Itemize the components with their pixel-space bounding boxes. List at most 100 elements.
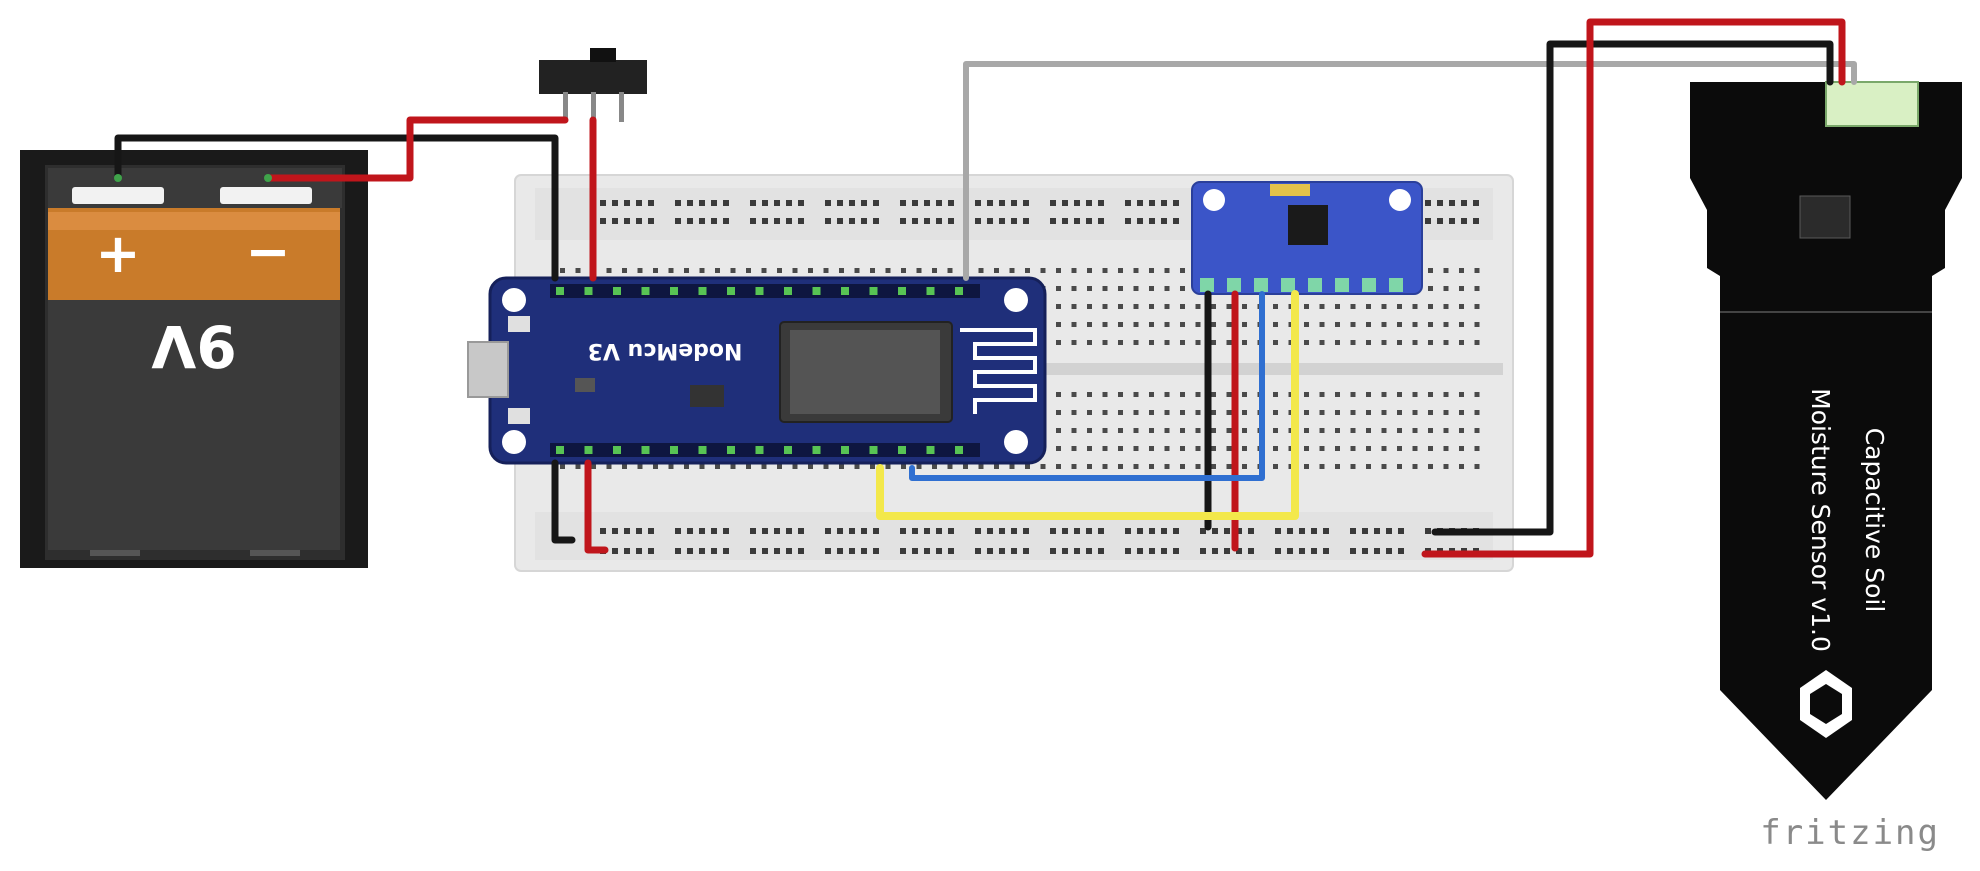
breadboard-hole	[1459, 286, 1464, 291]
nodemcu-pin	[898, 287, 906, 295]
wire-mpu-scl	[876, 290, 1299, 520]
breadboard-hole	[1412, 392, 1418, 397]
breadboard-hole	[1149, 286, 1154, 291]
breadboard-hole	[1074, 548, 1080, 554]
breadboard-hole	[687, 200, 693, 206]
breadboard-hole	[1011, 548, 1017, 554]
breadboard-hole	[1164, 322, 1170, 327]
breadboard-hole	[916, 464, 922, 469]
nodemcu-pin	[869, 446, 878, 454]
breadboard-hole	[1449, 200, 1455, 206]
breadboard-hole	[1366, 446, 1371, 451]
breadboard-hole	[1248, 548, 1254, 554]
breadboard-hole	[932, 268, 937, 273]
breadboard-hole	[711, 548, 717, 554]
nodemcu-pin	[841, 446, 849, 454]
breadboard-hole	[1102, 464, 1108, 469]
breadboard-hole	[786, 528, 792, 534]
breadboard-hole	[746, 464, 751, 469]
breadboard-hole	[936, 548, 942, 554]
breadboard-hole	[808, 464, 813, 469]
breadboard-hole	[885, 268, 891, 273]
breadboard-hole	[1071, 340, 1077, 345]
breadboard-hole	[1428, 410, 1433, 415]
breadboard-hole	[612, 548, 618, 554]
breadboard-hole	[1118, 464, 1123, 469]
breadboard-hole	[1087, 392, 1092, 397]
breadboard-hole	[854, 268, 860, 273]
breadboard-hole	[900, 528, 906, 534]
breadboard-hole	[1161, 528, 1167, 534]
breadboard-hole	[786, 548, 792, 554]
breadboard-hole	[1323, 528, 1329, 534]
breadboard-hole	[1443, 286, 1449, 291]
breadboard-hole	[912, 218, 918, 224]
breadboard-hole	[1319, 410, 1325, 415]
breadboard-hole	[1149, 218, 1155, 224]
breadboard-hole	[560, 464, 565, 469]
breadboard-hole	[723, 548, 729, 554]
breadboard-hole	[1133, 428, 1139, 433]
breadboard-hole	[1459, 322, 1464, 327]
breadboard-hole	[948, 528, 954, 534]
breadboard-hole	[1211, 340, 1216, 345]
breadboard-hole	[1149, 322, 1154, 327]
breadboard-hole	[1242, 410, 1247, 415]
nodemcu-pin	[698, 287, 707, 295]
breadboard-hole	[648, 548, 654, 554]
breadboard-hole	[1428, 340, 1433, 345]
breadboard-hole	[873, 218, 879, 224]
breadboard-hole	[1118, 322, 1123, 327]
breadboard-hole	[1425, 528, 1431, 534]
breadboard-hole	[1009, 268, 1015, 273]
breadboard-hole	[1412, 340, 1418, 345]
breadboard-hole	[1102, 446, 1108, 451]
breadboard-hole	[975, 218, 981, 224]
breadboard-hole	[861, 548, 867, 554]
breadboard-hole	[699, 528, 705, 534]
breadboard-hole	[1087, 322, 1092, 327]
breadboard-hole	[1335, 304, 1340, 309]
breadboard-hole	[1226, 304, 1232, 309]
breadboard-hole	[637, 464, 643, 469]
breadboard-hole	[1164, 304, 1170, 309]
breadboard-hole	[1011, 528, 1017, 534]
sensor-label-line1: Capacitive Soil	[1860, 428, 1889, 613]
breadboard-hole	[1149, 528, 1155, 534]
wire-endpoints	[114, 174, 272, 182]
breadboard-hole	[575, 268, 581, 273]
breadboard-hole	[1428, 392, 1433, 397]
breadboard-hole	[675, 200, 681, 206]
breadboard-hole	[1474, 286, 1480, 291]
breadboard-hole	[936, 528, 942, 534]
breadboard-hole	[1050, 528, 1056, 534]
breadboard-hole	[1149, 304, 1154, 309]
nodemcu-pin	[812, 446, 821, 454]
wire-sensor-analog	[963, 61, 1857, 281]
breadboard-hole	[1118, 304, 1123, 309]
breadboard-hole	[1461, 218, 1467, 224]
breadboard-hole	[1273, 428, 1278, 433]
breadboard-hole	[1437, 200, 1443, 206]
breadboard-hole	[873, 200, 879, 206]
breadboard-hole	[885, 464, 891, 469]
breadboard-hole	[1118, 286, 1123, 291]
breadboard-hole	[1459, 428, 1464, 433]
breadboard-hole	[1125, 548, 1131, 554]
breadboard-hole	[1102, 304, 1108, 309]
breadboard-hole	[1242, 428, 1247, 433]
breadboard-hole	[1366, 304, 1371, 309]
nodemcu-pin	[926, 446, 935, 454]
breadboard-hole	[1011, 200, 1017, 206]
breadboard-hole	[1087, 446, 1092, 451]
nodemcu-label: NodeMcu V3	[588, 338, 743, 363]
breadboard-hole	[798, 218, 804, 224]
breadboard-hole	[1242, 304, 1247, 309]
breadboard-hole	[1074, 218, 1080, 224]
breadboard-hole	[1459, 410, 1464, 415]
breadboard-hole	[687, 548, 693, 554]
breadboard-hole	[723, 218, 729, 224]
breadboard-hole	[1449, 218, 1455, 224]
breadboard-hole	[1195, 464, 1201, 469]
breadboard-hole	[1226, 392, 1232, 397]
